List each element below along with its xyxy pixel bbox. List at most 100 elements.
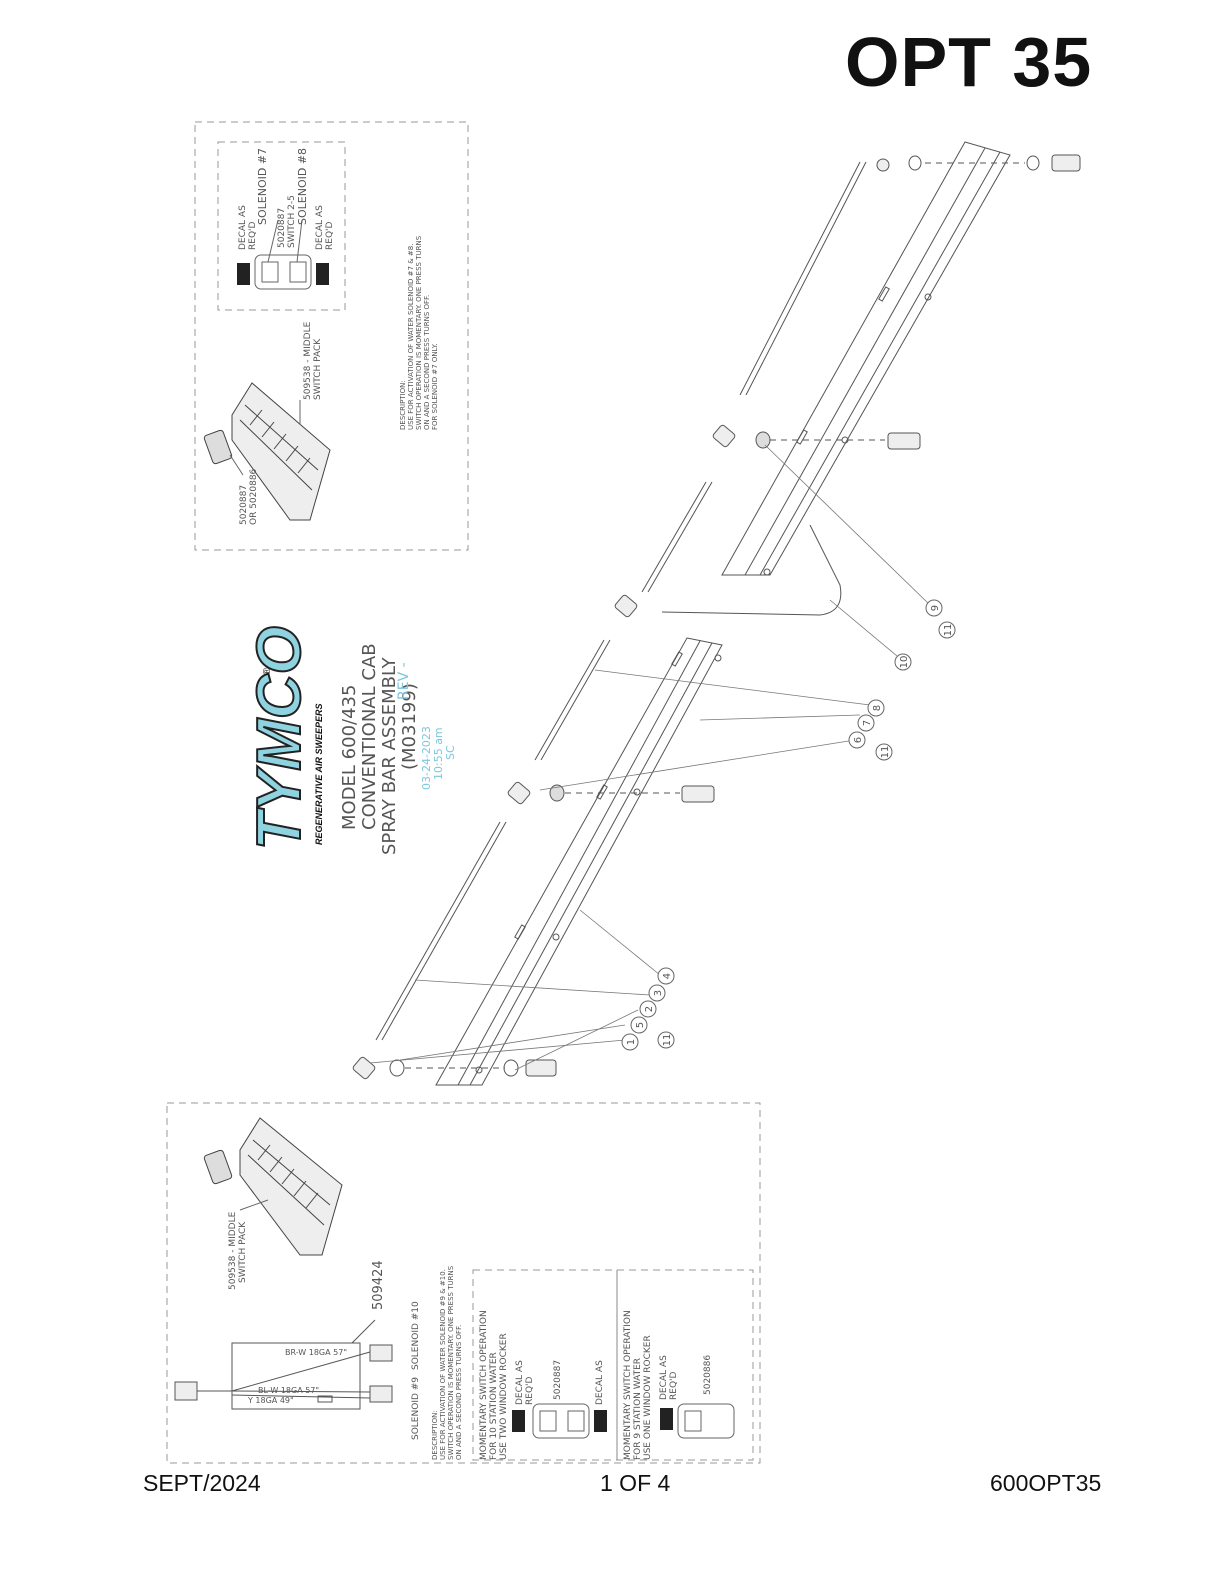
logo-brand: TYMCO xyxy=(245,626,314,850)
svg-text:SWITCH OPERATION IS MOMENTARY.: SWITCH OPERATION IS MOMENTARY. ONE PRESS… xyxy=(447,1265,455,1460)
operation-line: USE ONE WINDOW ROCKER xyxy=(643,1335,653,1460)
description-line: ON AND A SECOND PRESS TURNS OFF. xyxy=(455,1325,463,1460)
decal-label: DECAL AS xyxy=(659,1355,669,1400)
balloon-9: 9 xyxy=(925,599,943,617)
svg-text:DECAL AS: DECAL AS xyxy=(659,1355,669,1400)
svg-text:OR 5020886: OR 5020886 xyxy=(249,468,259,525)
harness-part-label: 509424 xyxy=(371,1260,386,1310)
svg-text:DESCRIPTION:: DESCRIPTION: xyxy=(431,1410,439,1460)
balloon-7: 7 xyxy=(857,714,875,732)
switch-pack-label: 509538 - MIDDLE xyxy=(228,1211,238,1290)
switch-pack-icon xyxy=(203,382,331,521)
svg-text:4: 4 xyxy=(662,973,673,979)
svg-text:MOMENTARY SWITCH OPERATION: MOMENTARY SWITCH OPERATION xyxy=(623,1310,633,1460)
svg-text:11: 11 xyxy=(880,746,891,759)
svg-text:2: 2 xyxy=(644,1006,655,1012)
decal-label: DECAL AS xyxy=(515,1360,525,1405)
rocker-switch-icon xyxy=(254,254,312,290)
svg-text:6: 6 xyxy=(853,737,864,743)
svg-text:MODEL 600/435: MODEL 600/435 xyxy=(339,685,360,830)
initials-stamp: SC xyxy=(444,745,457,760)
svg-text:8: 8 xyxy=(872,705,883,711)
svg-text:DECAL AS: DECAL AS xyxy=(515,1360,525,1405)
decal-icon xyxy=(316,263,329,285)
decal-label: REQ'D xyxy=(669,1372,679,1400)
svg-text:REQ'D: REQ'D xyxy=(248,222,258,250)
svg-text:5020887: 5020887 xyxy=(553,1360,563,1400)
svg-text:REV -: REV - xyxy=(396,662,412,700)
wire-label: BL-W 18GA 57" xyxy=(258,1386,319,1395)
description-line: SWITCH OPERATION IS MOMENTARY. ONE PRESS… xyxy=(415,235,423,430)
rocker-part-label: OR 5020886 xyxy=(249,468,259,525)
svg-text:509538 - MIDDLE: 509538 - MIDDLE xyxy=(228,1211,238,1290)
svg-text:FOR SOLENOID #7 ONLY.: FOR SOLENOID #7 ONLY. xyxy=(431,343,439,430)
title-line: CONVENTIONAL CAB xyxy=(359,643,380,830)
svg-text:MOMENTARY SWITCH OPERATION: MOMENTARY SWITCH OPERATION xyxy=(479,1310,489,1460)
svg-text:DECAL AS: DECAL AS xyxy=(595,1360,605,1405)
svg-text:FOR 10 STATION WATER: FOR 10 STATION WATER xyxy=(489,1352,499,1460)
svg-text:SWITCH 2-5: SWITCH 2-5 xyxy=(287,195,297,248)
svg-text:USE FOR ACTIVATION OF WATER SO: USE FOR ACTIVATION OF WATER SOLENOID #7 … xyxy=(407,244,415,430)
description-line: USE FOR ACTIVATION OF WATER SOLENOID #7 … xyxy=(407,244,415,430)
svg-text:11: 11 xyxy=(943,624,954,637)
time-stamp: 10:55 am xyxy=(432,727,445,780)
decal-label: DECAL AS xyxy=(238,205,248,250)
rocker-part-label: 5020887 xyxy=(239,485,249,525)
switch-pack-label: 509538 - MIDDLE xyxy=(303,321,313,400)
svg-text:SOLENOID #7: SOLENOID #7 xyxy=(256,148,269,225)
decal-label: REQ'D xyxy=(525,1377,535,1405)
leader-lines xyxy=(369,444,931,1071)
description-line: DESCRIPTION: xyxy=(399,380,407,430)
svg-text:10: 10 xyxy=(899,656,910,669)
footer-date: SEPT/2024 xyxy=(143,1470,261,1496)
decal-label: REQ'D xyxy=(325,222,335,250)
svg-text:3: 3 xyxy=(653,990,664,996)
tymco-logo: TYMCO REGENERATIVE AIR SWEEPERS ® xyxy=(244,625,324,851)
svg-text:5020887: 5020887 xyxy=(277,208,287,248)
svg-text:USE ONE WINDOW ROCKER: USE ONE WINDOW ROCKER xyxy=(643,1335,653,1460)
wire-label: Y 18GA 49" xyxy=(247,1396,294,1405)
balloon-3: 3 xyxy=(648,984,666,1002)
footer-doc-number: 600OPT35 xyxy=(990,1470,1102,1496)
svg-text:5020887: 5020887 xyxy=(239,485,249,525)
rocker-part-label: 5020887 xyxy=(553,1360,563,1400)
svg-text:BL-W 18GA 57": BL-W 18GA 57" xyxy=(258,1386,319,1395)
svg-text:ON AND A SECOND PRESS TURNS OF: ON AND A SECOND PRESS TURNS OFF. xyxy=(423,295,431,430)
svg-text:5: 5 xyxy=(635,1022,646,1028)
svg-text:DESCRIPTION:: DESCRIPTION: xyxy=(399,380,407,430)
balloon-4: 4 xyxy=(657,967,675,985)
operation-line: FOR 9 STATION WATER xyxy=(633,1358,643,1460)
svg-text:ON AND A SECOND PRESS TURNS OF: ON AND A SECOND PRESS TURNS OFF. xyxy=(455,1325,463,1460)
switch-pack-icon xyxy=(203,1117,343,1256)
svg-text:7: 7 xyxy=(862,720,873,726)
decal-icon xyxy=(512,1410,525,1432)
svg-text:SOLENOID #10: SOLENOID #10 xyxy=(411,1301,421,1370)
description-line: SWITCH OPERATION IS MOMENTARY. ONE PRESS… xyxy=(447,1265,455,1460)
svg-text:CONVENTIONAL CAB: CONVENTIONAL CAB xyxy=(359,643,380,830)
date-stamp: 03-24-2023 xyxy=(420,726,433,790)
top-detail-box: DECAL AS REQ'D SOLENOID #7 5020887 SWITC… xyxy=(194,121,469,551)
wire-harness-icon xyxy=(174,1319,393,1410)
svg-text:SWITCH PACK: SWITCH PACK xyxy=(238,1221,248,1283)
svg-text:SOLENOID #8: SOLENOID #8 xyxy=(296,148,309,225)
svg-text:Y 18GA 49": Y 18GA 49" xyxy=(247,1396,294,1405)
svg-text:10:55 am: 10:55 am xyxy=(432,727,445,780)
svg-text:509424: 509424 xyxy=(371,1260,386,1310)
bottom-detail-box: 509538 - MIDDLE SWITCH PACK 509424 BR-W … xyxy=(166,1102,761,1464)
balloon-11: 11 xyxy=(875,743,893,761)
svg-text:USE FOR ACTIVATION OF WATER SO: USE FOR ACTIVATION OF WATER SOLENOID #9 … xyxy=(439,1269,447,1460)
operation-line: FOR 10 STATION WATER xyxy=(489,1352,499,1460)
page-title: OPT 35 xyxy=(845,23,1093,101)
balloon-10: 10 xyxy=(894,653,912,671)
svg-text:FOR 9 STATION WATER: FOR 9 STATION WATER xyxy=(633,1358,643,1460)
balloon-2: 2 xyxy=(639,1000,657,1018)
svg-text:DECAL AS: DECAL AS xyxy=(315,205,325,250)
solenoid-7-label: SOLENOID #7 xyxy=(256,148,269,225)
svg-text:SWITCH PACK: SWITCH PACK xyxy=(313,338,323,400)
svg-text:SPRAY BAR ASSEMBLY: SPRAY BAR ASSEMBLY xyxy=(379,656,400,855)
description-line: USE FOR ACTIVATION OF WATER SOLENOID #9 … xyxy=(439,1269,447,1460)
switch-pack-label: SWITCH PACK xyxy=(238,1221,248,1283)
svg-text:USE TWO WINDOW ROCKER: USE TWO WINDOW ROCKER xyxy=(499,1333,509,1460)
svg-text:5020886: 5020886 xyxy=(703,1355,713,1395)
svg-text:SOLENOID #9: SOLENOID #9 xyxy=(411,1377,421,1440)
